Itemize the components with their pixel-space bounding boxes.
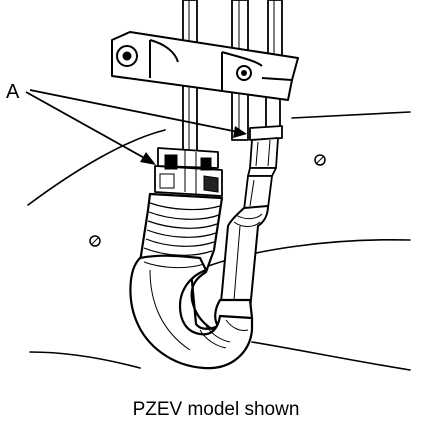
- callout-label: A: [6, 81, 20, 103]
- bracket-bolt: [116, 45, 138, 67]
- hose-u-bend: [129, 254, 254, 370]
- panel-hole-mark: [316, 156, 324, 164]
- panel-hole-mark: [91, 237, 99, 245]
- connector-lines: [184, 150, 197, 194]
- callout-a: A: [6, 81, 20, 103]
- right-quick-connector: [243, 125, 283, 211]
- body-panel-outline: [27, 111, 411, 371]
- callout-arrows: [25, 89, 239, 161]
- arrowheads: [140, 126, 247, 165]
- right-hose-ribs: [233, 213, 263, 301]
- right-connector-detail: [249, 139, 271, 207]
- bracket-bolt: [236, 65, 252, 81]
- figure-caption: PZEV model shown: [132, 399, 300, 420]
- u-bend-shading: [143, 261, 249, 351]
- connector-tabs: [159, 154, 219, 193]
- mounting-bracket: [111, 31, 299, 101]
